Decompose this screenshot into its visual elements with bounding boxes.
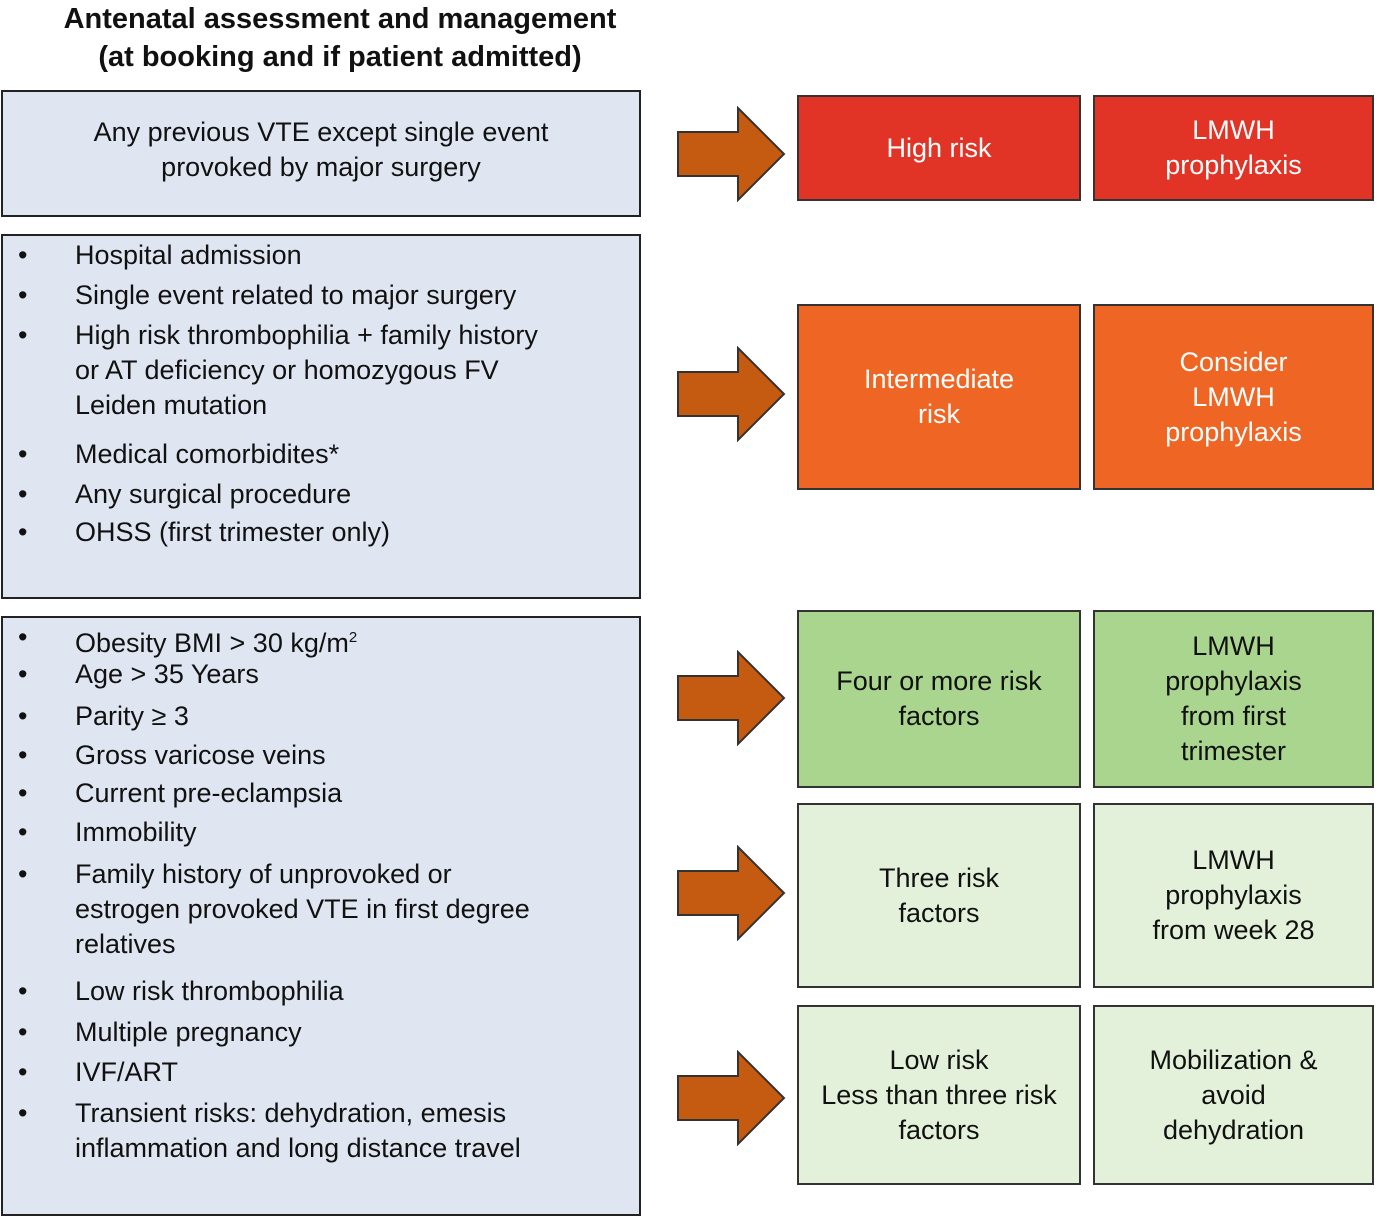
list-item: Multiple pregnancy [75, 1017, 302, 1047]
bullet-marker: • [18, 280, 28, 310]
list-item: Hospital admission [75, 240, 302, 270]
list-item: High risk thrombophilia + family history… [75, 320, 538, 420]
right-arrow-icon [677, 1050, 786, 1146]
lmwh-first-trimester-box: LMWH prophylaxis from first trimester [1093, 610, 1374, 788]
consider-lmwh-box: Consider LMWH prophylaxis [1093, 304, 1374, 490]
bullet-marker: • [18, 701, 28, 731]
bullet-marker: • [18, 1057, 28, 1087]
list-item: Age > 35 Years [75, 659, 259, 689]
bullet-marker: • [18, 778, 28, 808]
lmwh-week-28-box: LMWH prophylaxis from week 28 [1093, 803, 1374, 988]
intermediate-risk-box: Intermediate risk [797, 304, 1081, 490]
bullet-marker: • [18, 622, 28, 652]
bullet-marker: • [18, 1098, 28, 1128]
three-risk-factors-box: Three risk factors [797, 803, 1081, 988]
bullet-marker: • [18, 240, 28, 270]
list-item: Any surgical procedure [75, 479, 352, 509]
obesity-text: Obesity BMI > 30 kg/m [75, 628, 349, 658]
bullet-marker: • [18, 817, 28, 847]
diagram-title: Antenatal assessment and management (at … [0, 0, 680, 76]
right-arrow-icon [677, 650, 786, 746]
right-arrow-icon [677, 845, 786, 941]
high-risk-box: High risk [797, 95, 1081, 201]
low-risk-box: Low risk Less than three risk factors [797, 1005, 1081, 1185]
title-line-1: Antenatal assessment and management [63, 3, 617, 35]
bullet-marker: • [18, 517, 28, 547]
list-item: Immobility [75, 817, 197, 847]
bullet-marker: • [18, 740, 28, 770]
right-arrow-icon [677, 106, 786, 202]
list-item: Low risk thrombophilia [75, 976, 344, 1006]
list-item: Medical comorbidites* [75, 439, 340, 469]
intermediate-factors-box [1, 234, 641, 599]
bullet-marker: • [18, 859, 28, 889]
list-item: Family history of unprovoked or estrogen… [75, 859, 530, 959]
bullet-marker: • [18, 976, 28, 1006]
title-line-2: (at booking and if patient admitted) [98, 41, 582, 73]
lmwh-prophylaxis-box: LMWH prophylaxis [1093, 95, 1374, 201]
mobilization-box: Mobilization & avoid dehydration [1093, 1005, 1374, 1185]
list-item: IVF/ART [75, 1057, 179, 1087]
list-item: Transient risks: dehydration, emesis inf… [75, 1098, 521, 1163]
list-item: Parity ≥ 3 [75, 701, 189, 731]
bullet-marker: • [18, 439, 28, 469]
previous-vte-text: Any previous VTE except single event pro… [93, 117, 549, 182]
low-risk-factors-box [1, 616, 641, 1216]
right-arrow-icon [677, 346, 786, 442]
list-item-obesity: Obesity BMI > 30 kg/m2 [75, 620, 357, 661]
bullet-marker: • [18, 320, 28, 350]
list-item: Gross varicose veins [75, 740, 326, 770]
bullet-marker: • [18, 479, 28, 509]
four-risk-factors-box: Four or more risk factors [797, 610, 1081, 788]
previous-vte-box [1, 90, 641, 217]
superscript-two: 2 [348, 629, 358, 646]
bullet-marker: • [18, 1017, 28, 1047]
list-item: OHSS (first trimester only) [75, 517, 391, 547]
bullet-marker: • [18, 659, 28, 689]
list-item: Single event related to major surgery [75, 280, 517, 310]
list-item: Current pre-eclampsia [75, 778, 343, 808]
